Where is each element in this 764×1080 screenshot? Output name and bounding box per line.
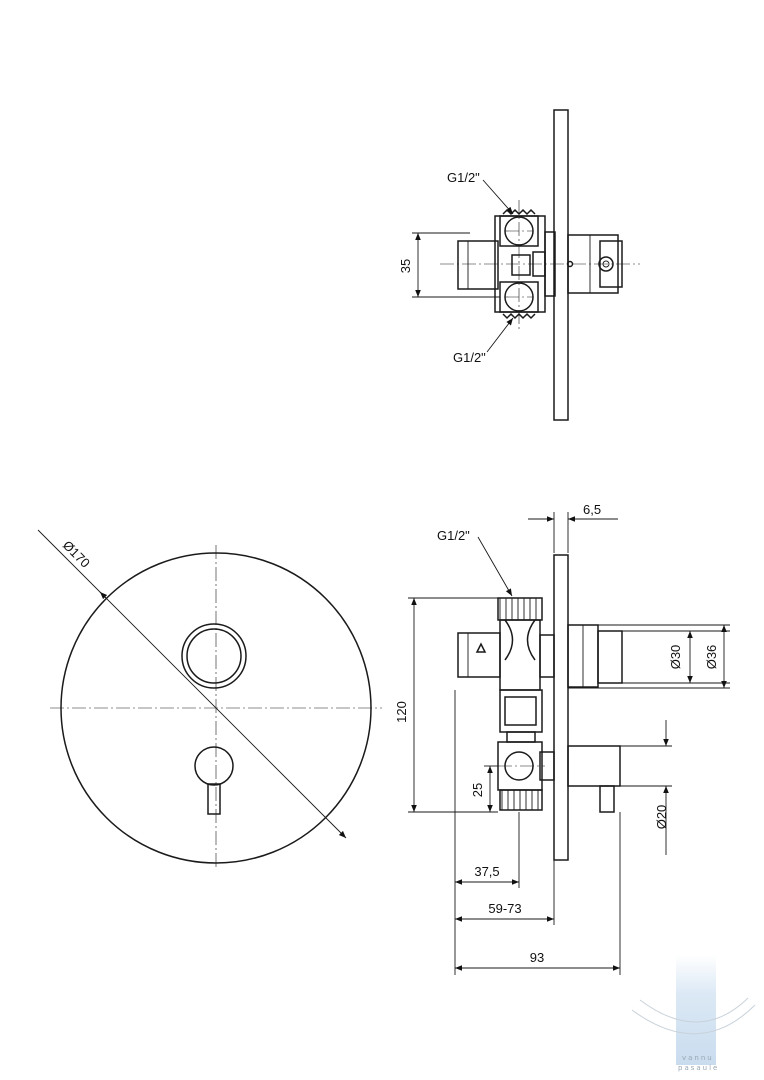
top-view xyxy=(412,109,640,421)
dim-35-label: 35 xyxy=(398,259,413,273)
thread-label-side: G1/2" xyxy=(437,528,470,543)
dim-37-5-label: 37,5 xyxy=(474,864,499,879)
thread-label-top-lower: G1/2" xyxy=(453,350,486,365)
thread-label-top-upper: G1/2" xyxy=(447,170,480,185)
top-wall-plate xyxy=(553,109,569,421)
side-view xyxy=(408,512,730,975)
dim-25-label: 25 xyxy=(470,783,485,797)
dim-93-label: 93 xyxy=(530,950,544,965)
front-view xyxy=(37,529,382,870)
lever-handle xyxy=(207,783,221,815)
dim-6-5-label: 6,5 xyxy=(583,502,601,517)
lever-hub xyxy=(194,746,234,786)
dim-d20-label: Ø20 xyxy=(654,805,669,830)
dim-d30-label: Ø30 xyxy=(668,645,683,670)
side-wall-plate xyxy=(553,554,569,861)
watermark-line1: vannu xyxy=(682,1054,714,1062)
dim-59-73-label: 59-73 xyxy=(488,901,521,916)
watermark-logo: vannu pasaule xyxy=(631,955,756,1072)
watermark-line2: pasaule xyxy=(678,1064,719,1072)
diverter-knob xyxy=(181,623,247,689)
dim-d36-label: Ø36 xyxy=(704,645,719,670)
dim-120-label: 120 xyxy=(394,701,409,723)
plate-diameter-label: Ø170 xyxy=(60,538,93,571)
